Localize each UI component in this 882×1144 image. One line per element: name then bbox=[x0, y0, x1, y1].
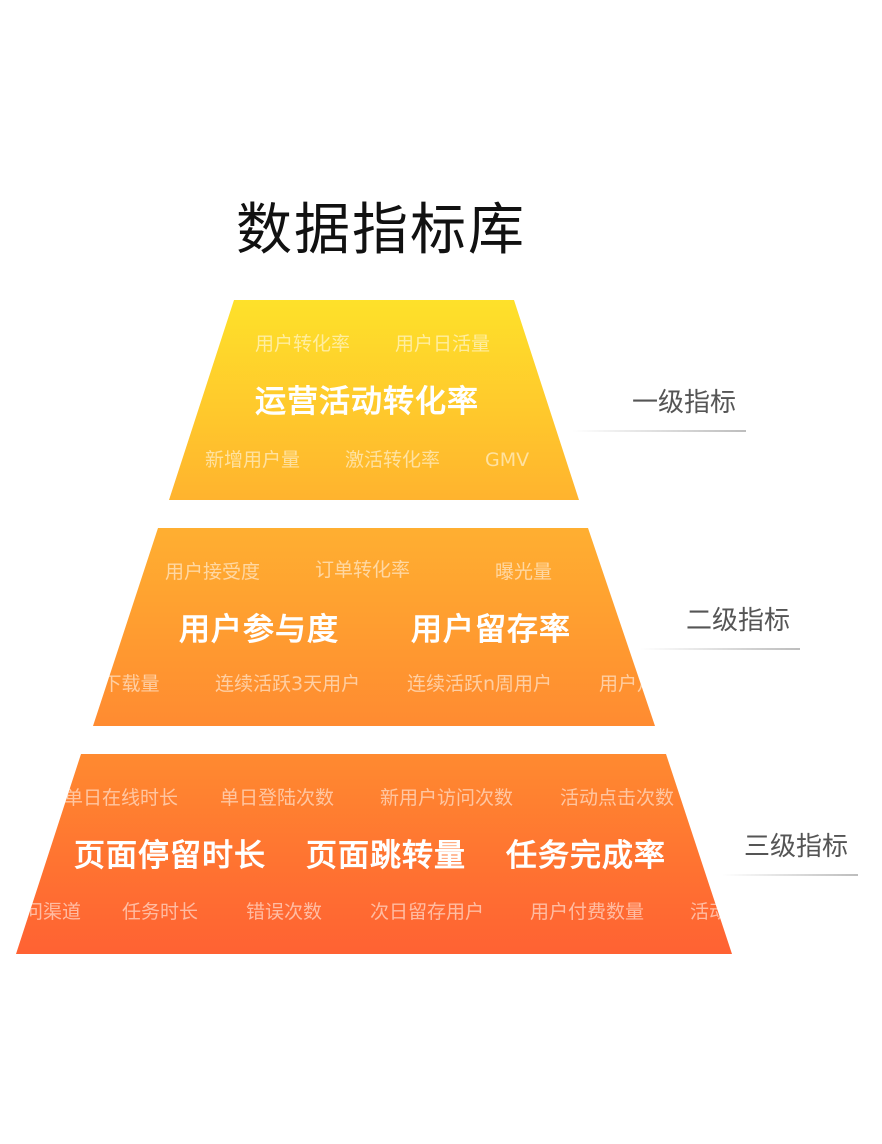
metric-page-dwell-time: 页面停留时长 bbox=[74, 838, 266, 874]
tag-campaign-clicks: 活动点击次数 bbox=[560, 787, 675, 809]
tag-next-day-retention: 次日留存用户 bbox=[370, 901, 485, 923]
pyramid-tier-1: 用户转化率 用户日活量 运营活动转化率 新增用户量 激活转化率 GMV bbox=[169, 300, 579, 500]
level-line-1 bbox=[572, 430, 746, 432]
tag-gmv: GMV bbox=[485, 449, 530, 471]
tag-daily-login-count: 单日登陆次数 bbox=[220, 787, 335, 809]
metric-campaign-conversion-rate: 运营活动转化率 bbox=[255, 384, 479, 420]
level-line-2 bbox=[640, 648, 800, 650]
tag-campaign: 活动 bbox=[690, 901, 729, 923]
tag-channel: 问渠道 bbox=[24, 901, 82, 923]
metric-user-retention-rate: 用户留存率 bbox=[411, 612, 571, 648]
pyramid-tier-3: 单日在线时长 单日登陆次数 新用户访问次数 活动点击次数 页面停留时长 页面跳转… bbox=[16, 754, 732, 954]
tag-user-monthly: 用户月 bbox=[599, 673, 655, 695]
tag-order-conversion-rate: 订单转化率 bbox=[315, 559, 411, 581]
level-label-2: 二级指标 bbox=[686, 606, 791, 636]
pyramid-tier-2: 用户接受度 订单转化率 曝光量 用户参与度 用户留存率 P下载量 连续活跃3天用… bbox=[93, 528, 655, 726]
level-label-1: 一级指标 bbox=[632, 388, 737, 418]
tag-active-n-weeks: 连续活跃n周用户 bbox=[407, 673, 553, 695]
tag-new-users: 新增用户量 bbox=[205, 449, 301, 471]
tag-new-user-visits: 新用户访问次数 bbox=[380, 787, 514, 809]
tag-task-duration: 任务时长 bbox=[122, 901, 199, 923]
tag-error-count: 错误次数 bbox=[246, 901, 323, 923]
tag-activation-conversion-rate: 激活转化率 bbox=[345, 449, 441, 471]
metric-page-jumps: 页面跳转量 bbox=[306, 838, 466, 874]
tag-user-acceptance: 用户接受度 bbox=[165, 561, 261, 583]
tag-app-downloads: P下载量 bbox=[93, 673, 160, 695]
tag-user-daily-active: 用户日活量 bbox=[395, 333, 491, 355]
level-label-3: 三级指标 bbox=[744, 832, 849, 862]
page-title: 数据指标库 bbox=[236, 198, 526, 263]
level-line-3 bbox=[722, 874, 858, 876]
metric-user-engagement: 用户参与度 bbox=[179, 612, 339, 648]
metric-task-completion-rate: 任务完成率 bbox=[506, 838, 666, 874]
tag-paying-users: 用户付费数量 bbox=[530, 901, 645, 923]
tag-user-conversion-rate: 用户转化率 bbox=[255, 333, 351, 355]
tag-daily-online-time: 单日在线时长 bbox=[64, 787, 179, 809]
tag-exposure: 曝光量 bbox=[495, 561, 553, 583]
tag-active-3-days: 连续活跃3天用户 bbox=[215, 673, 361, 695]
